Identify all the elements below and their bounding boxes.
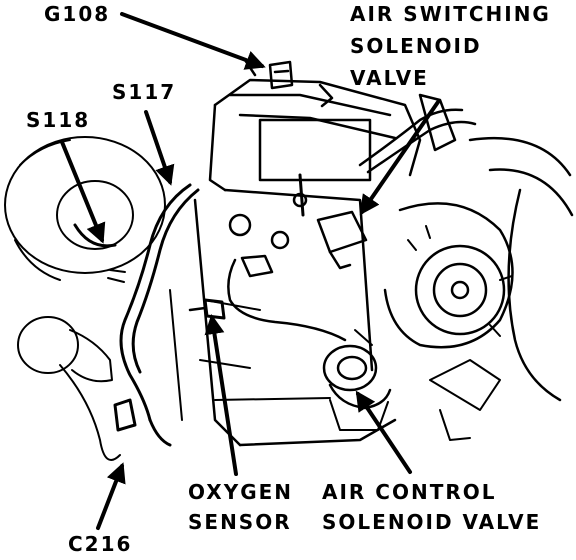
harness-boot (17, 316, 137, 461)
arrow-air-control (355, 390, 412, 474)
label-air-control-line2: SOLENOID VALVE (322, 510, 542, 534)
arrow-c216 (96, 462, 126, 530)
label-oxygen-sensor-line1: OXYGEN (188, 480, 294, 504)
arrow-air-switching (359, 100, 440, 216)
label-air-control-solenoid-valve: AIR CONTROL SOLENOID VALVE (322, 480, 541, 534)
leader-arrows (60, 12, 440, 530)
air-control-valve-drawing (322, 329, 392, 431)
arrow-s118 (60, 140, 106, 244)
arrow-s117 (144, 110, 175, 186)
label-oxygen-sensor-line2: SENSOR (188, 510, 292, 534)
alternator-pulley (383, 202, 514, 349)
arrow-oxygen-sensor (204, 314, 238, 476)
label-c216: C216 (68, 532, 133, 556)
label-air-switching-solenoid-valve: AIR SWITCHING SOLENOID VALVE (350, 2, 551, 90)
engine-block (169, 78, 422, 447)
label-air-control-line1: AIR CONTROL (322, 480, 497, 504)
wiring-harness (107, 183, 200, 447)
label-air-switching-line1: AIR SWITCHING (350, 2, 551, 26)
label-air-switching-line3: VALVE (350, 66, 429, 90)
arrow-g108 (120, 12, 266, 70)
label-s118: S118 (26, 108, 91, 132)
air-cleaner-housing (4, 136, 166, 281)
label-g108: G108 (44, 2, 111, 26)
air-switching-valve-drawing (316, 93, 477, 270)
label-s117: S117 (112, 80, 177, 104)
label-oxygen-sensor: OXYGEN SENSOR (188, 480, 293, 534)
label-air-switching-line2: SOLENOID (350, 34, 482, 58)
right-housing (429, 136, 574, 441)
